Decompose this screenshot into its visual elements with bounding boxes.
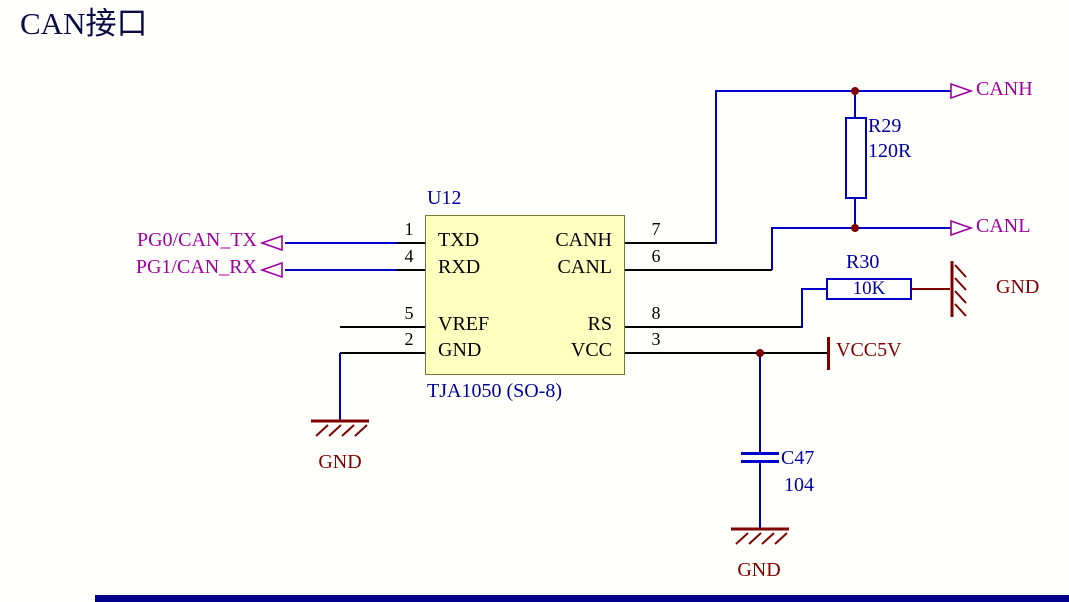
wire	[912, 288, 950, 290]
pin-number-5: 5	[404, 303, 414, 323]
port-label-tx: PG0/CAN_TX	[136, 229, 257, 251]
gnd-symbol-left	[311, 419, 369, 437]
wire	[854, 196, 856, 229]
pin-name-rxd: RXD	[438, 256, 481, 278]
wire	[339, 353, 341, 421]
wire	[715, 90, 952, 92]
wire	[715, 90, 717, 244]
pin-number-4: 4	[404, 246, 414, 266]
pin-name-canh: CANH	[555, 229, 612, 251]
wire	[340, 352, 425, 354]
pin-number-8: 8	[651, 303, 661, 323]
port-label-canh: CANH	[976, 78, 1033, 100]
wire	[625, 242, 717, 244]
gnd-symbol-bottom	[731, 527, 789, 545]
wire	[771, 227, 952, 229]
port-arrow-canh	[950, 82, 974, 100]
capacitor-c47-value: 104	[784, 474, 814, 496]
pin-name-txd: TXD	[438, 229, 480, 251]
vcc-net-label: VCC5V	[836, 339, 902, 361]
capacitor-c47-refdes: C47	[781, 447, 815, 469]
resistor-r30-refdes: R30	[846, 251, 880, 273]
pin-name-gnd: GND	[438, 339, 482, 361]
capacitor-plate-bottom	[741, 460, 779, 463]
wire	[340, 326, 425, 328]
port-label-rx: PG1/CAN_RX	[135, 256, 257, 278]
pin-name-vcc: VCC	[570, 339, 612, 361]
wire	[625, 326, 802, 328]
pin-name-rs: RS	[587, 313, 612, 335]
wire	[625, 269, 772, 271]
wire	[625, 352, 828, 354]
pin-number-2: 2	[404, 329, 414, 349]
pin-number-7: 7	[651, 219, 661, 239]
resistor-r29	[845, 117, 867, 199]
wire	[759, 463, 761, 529]
pin-number-6: 6	[651, 246, 661, 266]
wire	[397, 242, 425, 244]
ic-part-number: TJA1050 (SO-8)	[427, 380, 562, 402]
wire	[771, 228, 773, 270]
resistor-r30	[826, 278, 912, 300]
port-arrow-rx	[259, 261, 283, 279]
port-label-canl: CANL	[976, 215, 1031, 237]
port-arrow-canl	[950, 219, 974, 237]
wire	[801, 288, 803, 328]
gnd-symbol-right	[950, 261, 967, 317]
pin-name-vref: VREF	[438, 313, 490, 335]
resistor-r29-refdes: R29	[868, 115, 902, 137]
gnd-net-label-left: GND	[318, 451, 362, 473]
junction-dot	[851, 87, 859, 95]
wire	[854, 91, 856, 118]
junction-dot	[851, 224, 859, 232]
vcc-power-bar	[827, 337, 830, 370]
gnd-net-label-bottom: GND	[737, 559, 781, 581]
ic-body-tja1050	[425, 215, 625, 375]
gnd-net-label-right: GND	[996, 276, 1040, 298]
ic-refdes: U12	[427, 187, 462, 209]
port-arrow-tx	[259, 234, 283, 252]
pin-name-canl: CANL	[557, 256, 612, 278]
resistor-r30-value: 10K	[852, 278, 886, 299]
resistor-r29-value: 120R	[868, 140, 912, 162]
pin-number-3: 3	[651, 329, 661, 349]
wire	[759, 353, 761, 453]
wire	[285, 269, 397, 271]
capacitor-plate-top	[741, 452, 779, 455]
schematic-title: CAN接口	[20, 6, 148, 41]
sheet-border-bar	[95, 595, 1069, 602]
wire	[397, 269, 425, 271]
wire	[285, 242, 397, 244]
junction-dot	[756, 349, 764, 357]
pin-number-1: 1	[404, 219, 414, 239]
wire	[801, 288, 826, 290]
